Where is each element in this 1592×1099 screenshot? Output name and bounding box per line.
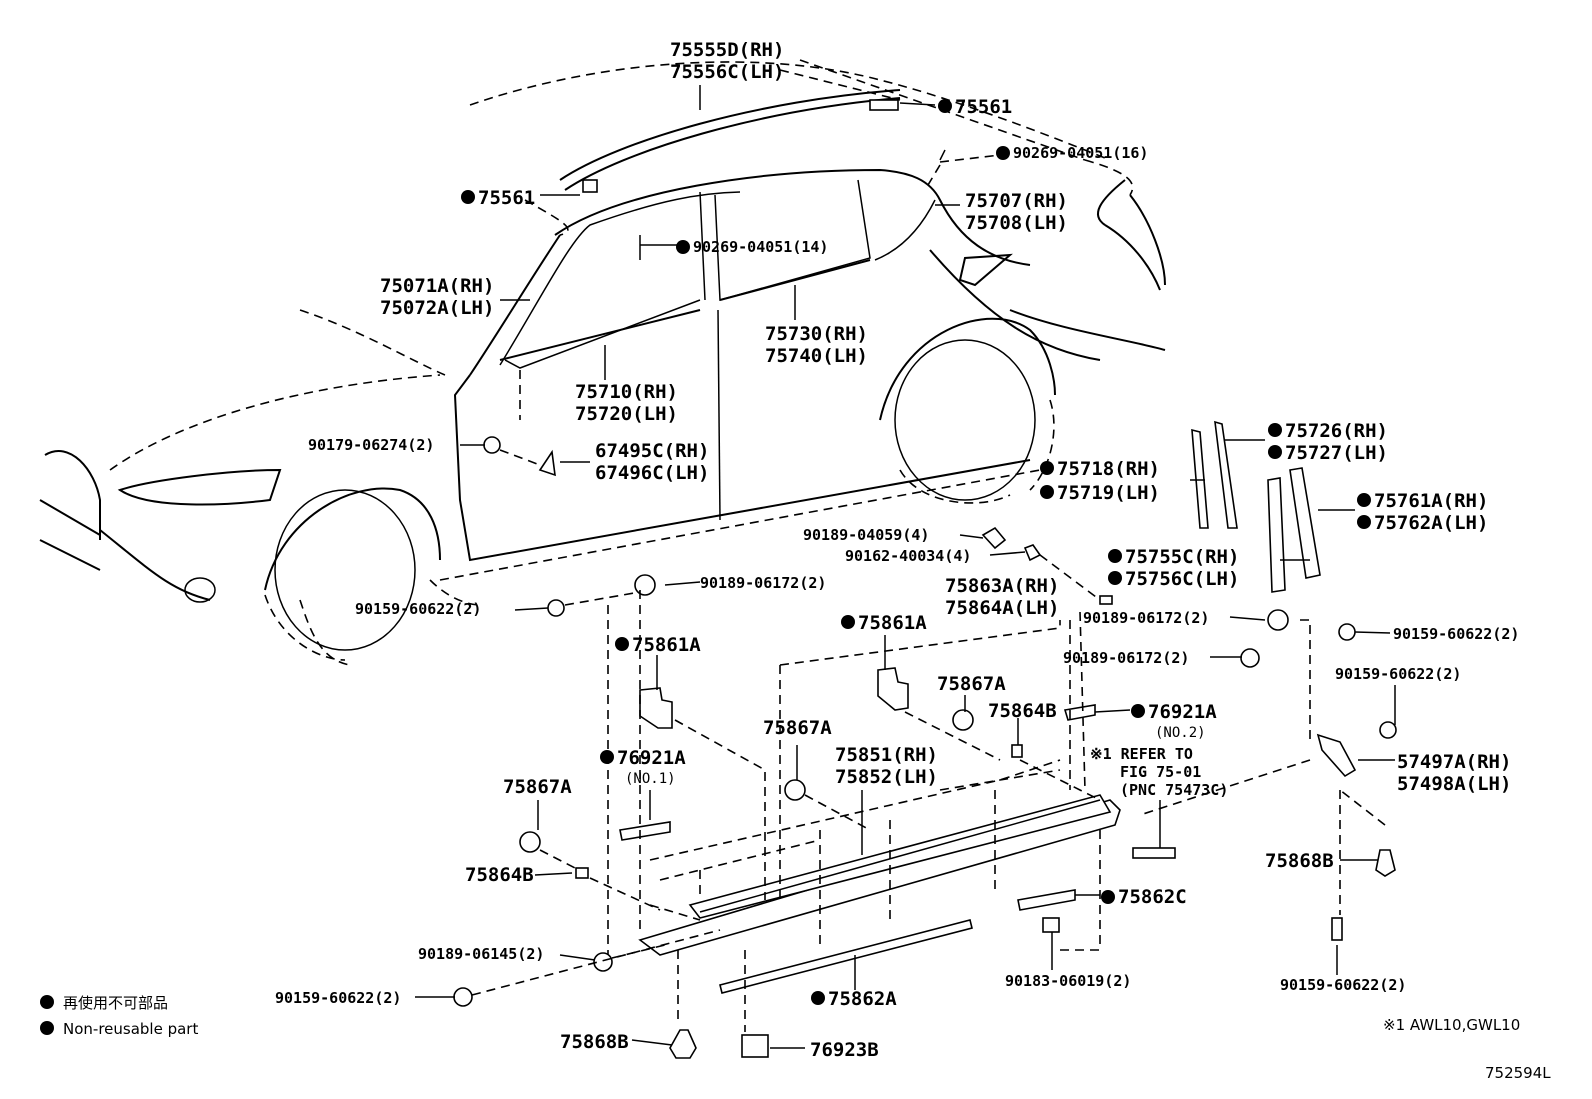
part-label: 75755C(RH) xyxy=(1125,546,1239,568)
part-label: 75861A xyxy=(632,634,701,656)
non-reusable-markers xyxy=(40,99,1371,1035)
legend-jp: 再使用不可部品 xyxy=(63,994,168,1012)
reference-note: (PNC 75473C) xyxy=(1120,781,1228,799)
part-label: 57498A(LH) xyxy=(1397,773,1511,795)
part-label: 67495C(RH) xyxy=(595,440,709,462)
part-label: 75556C(LH) xyxy=(670,61,784,83)
part-label: 75707(RH) xyxy=(965,190,1068,212)
part-label: 76921A xyxy=(1148,701,1217,723)
footnote: ※1 AWL10,GWL10 xyxy=(1383,1016,1520,1034)
part-label: 57497A(RH) xyxy=(1397,751,1511,773)
part-label: 90189-06145(2) xyxy=(418,945,544,963)
part-label: 75868B xyxy=(560,1031,629,1053)
part-label: 75561 xyxy=(955,96,1012,118)
part-label: 75708(LH) xyxy=(965,212,1068,234)
part-label: 75761A(RH) xyxy=(1374,490,1488,512)
part-label: 75718(RH) xyxy=(1057,458,1160,480)
part-label: 75867A xyxy=(763,717,832,739)
part-label: 75862A xyxy=(828,988,897,1010)
part-label: 75730(RH) xyxy=(765,323,868,345)
part-label: 75710(RH) xyxy=(575,381,678,403)
part-label: 75852(LH) xyxy=(835,766,938,788)
part-label: 90159-60622(2) xyxy=(275,989,401,1007)
part-label: 90159-60622(2) xyxy=(1280,976,1406,994)
part-label: 90189-06172(2) xyxy=(1083,609,1209,627)
part-label: 75867A xyxy=(503,776,572,798)
vehicle-outline xyxy=(39,61,1166,666)
part-label: 75864B xyxy=(465,864,534,886)
part-label: 75867A xyxy=(937,673,1006,695)
part-label: 90159-60622(2) xyxy=(355,600,481,618)
part-label: 75719(LH) xyxy=(1057,482,1160,504)
part-label: 75762A(LH) xyxy=(1374,512,1488,534)
part-label: 75727(LH) xyxy=(1285,442,1388,464)
legend: 再使用不可部品 Non-reusable part xyxy=(63,994,198,1038)
part-label: 75071A(RH) xyxy=(380,275,494,297)
part-labels: 75555D(RH) 75556C(LH) 75561 90269-04051(… xyxy=(275,39,1519,1061)
part-label: (NO.2) xyxy=(1155,725,1206,741)
part-label: 75851(RH) xyxy=(835,744,938,766)
part-label: 90179-06274(2) xyxy=(308,436,434,454)
part-label: 90189-04059(4) xyxy=(803,526,929,544)
part-label: 67496C(LH) xyxy=(595,462,709,484)
part-label: 90189-06172(2) xyxy=(1063,649,1189,667)
part-shapes xyxy=(453,89,1397,1059)
part-label: 75720(LH) xyxy=(575,403,678,425)
part-label: 75861A xyxy=(858,612,927,634)
leader-lines xyxy=(415,59,1396,1049)
part-label: 75561 xyxy=(478,187,535,209)
diagram-id: 752594L xyxy=(1485,1064,1551,1082)
part-label: 90269-04051(14) xyxy=(693,238,828,256)
part-label: 76921A xyxy=(617,747,686,769)
part-label: 90189-06172(2) xyxy=(700,574,826,592)
part-label: (NO.1) xyxy=(625,771,676,787)
part-label: 75072A(LH) xyxy=(380,297,494,319)
part-label: 75864B xyxy=(988,700,1057,722)
part-label: 75555D(RH) xyxy=(670,39,784,61)
legend-en: Non-reusable part xyxy=(63,1020,198,1038)
part-label: 75726(RH) xyxy=(1285,420,1388,442)
part-label: 90269-04051(16) xyxy=(1013,144,1148,162)
reference-note: ※1 REFER TO xyxy=(1090,745,1193,763)
part-label: 75862C xyxy=(1118,886,1187,908)
part-label: 90183-06019(2) xyxy=(1005,972,1131,990)
part-label: 75864A(LH) xyxy=(945,597,1059,619)
part-label: 75740(LH) xyxy=(765,345,868,367)
part-label: 76923B xyxy=(810,1039,879,1061)
part-label: 75863A(RH) xyxy=(945,575,1059,597)
part-label: 75756C(LH) xyxy=(1125,568,1239,590)
part-label: 90159-60622(2) xyxy=(1335,665,1461,683)
part-label: 75868B xyxy=(1265,850,1334,872)
part-label: 90162-40034(4) xyxy=(845,547,971,565)
part-label: 90159-60622(2) xyxy=(1393,625,1519,643)
reference-note: FIG 75-01 xyxy=(1120,763,1201,781)
